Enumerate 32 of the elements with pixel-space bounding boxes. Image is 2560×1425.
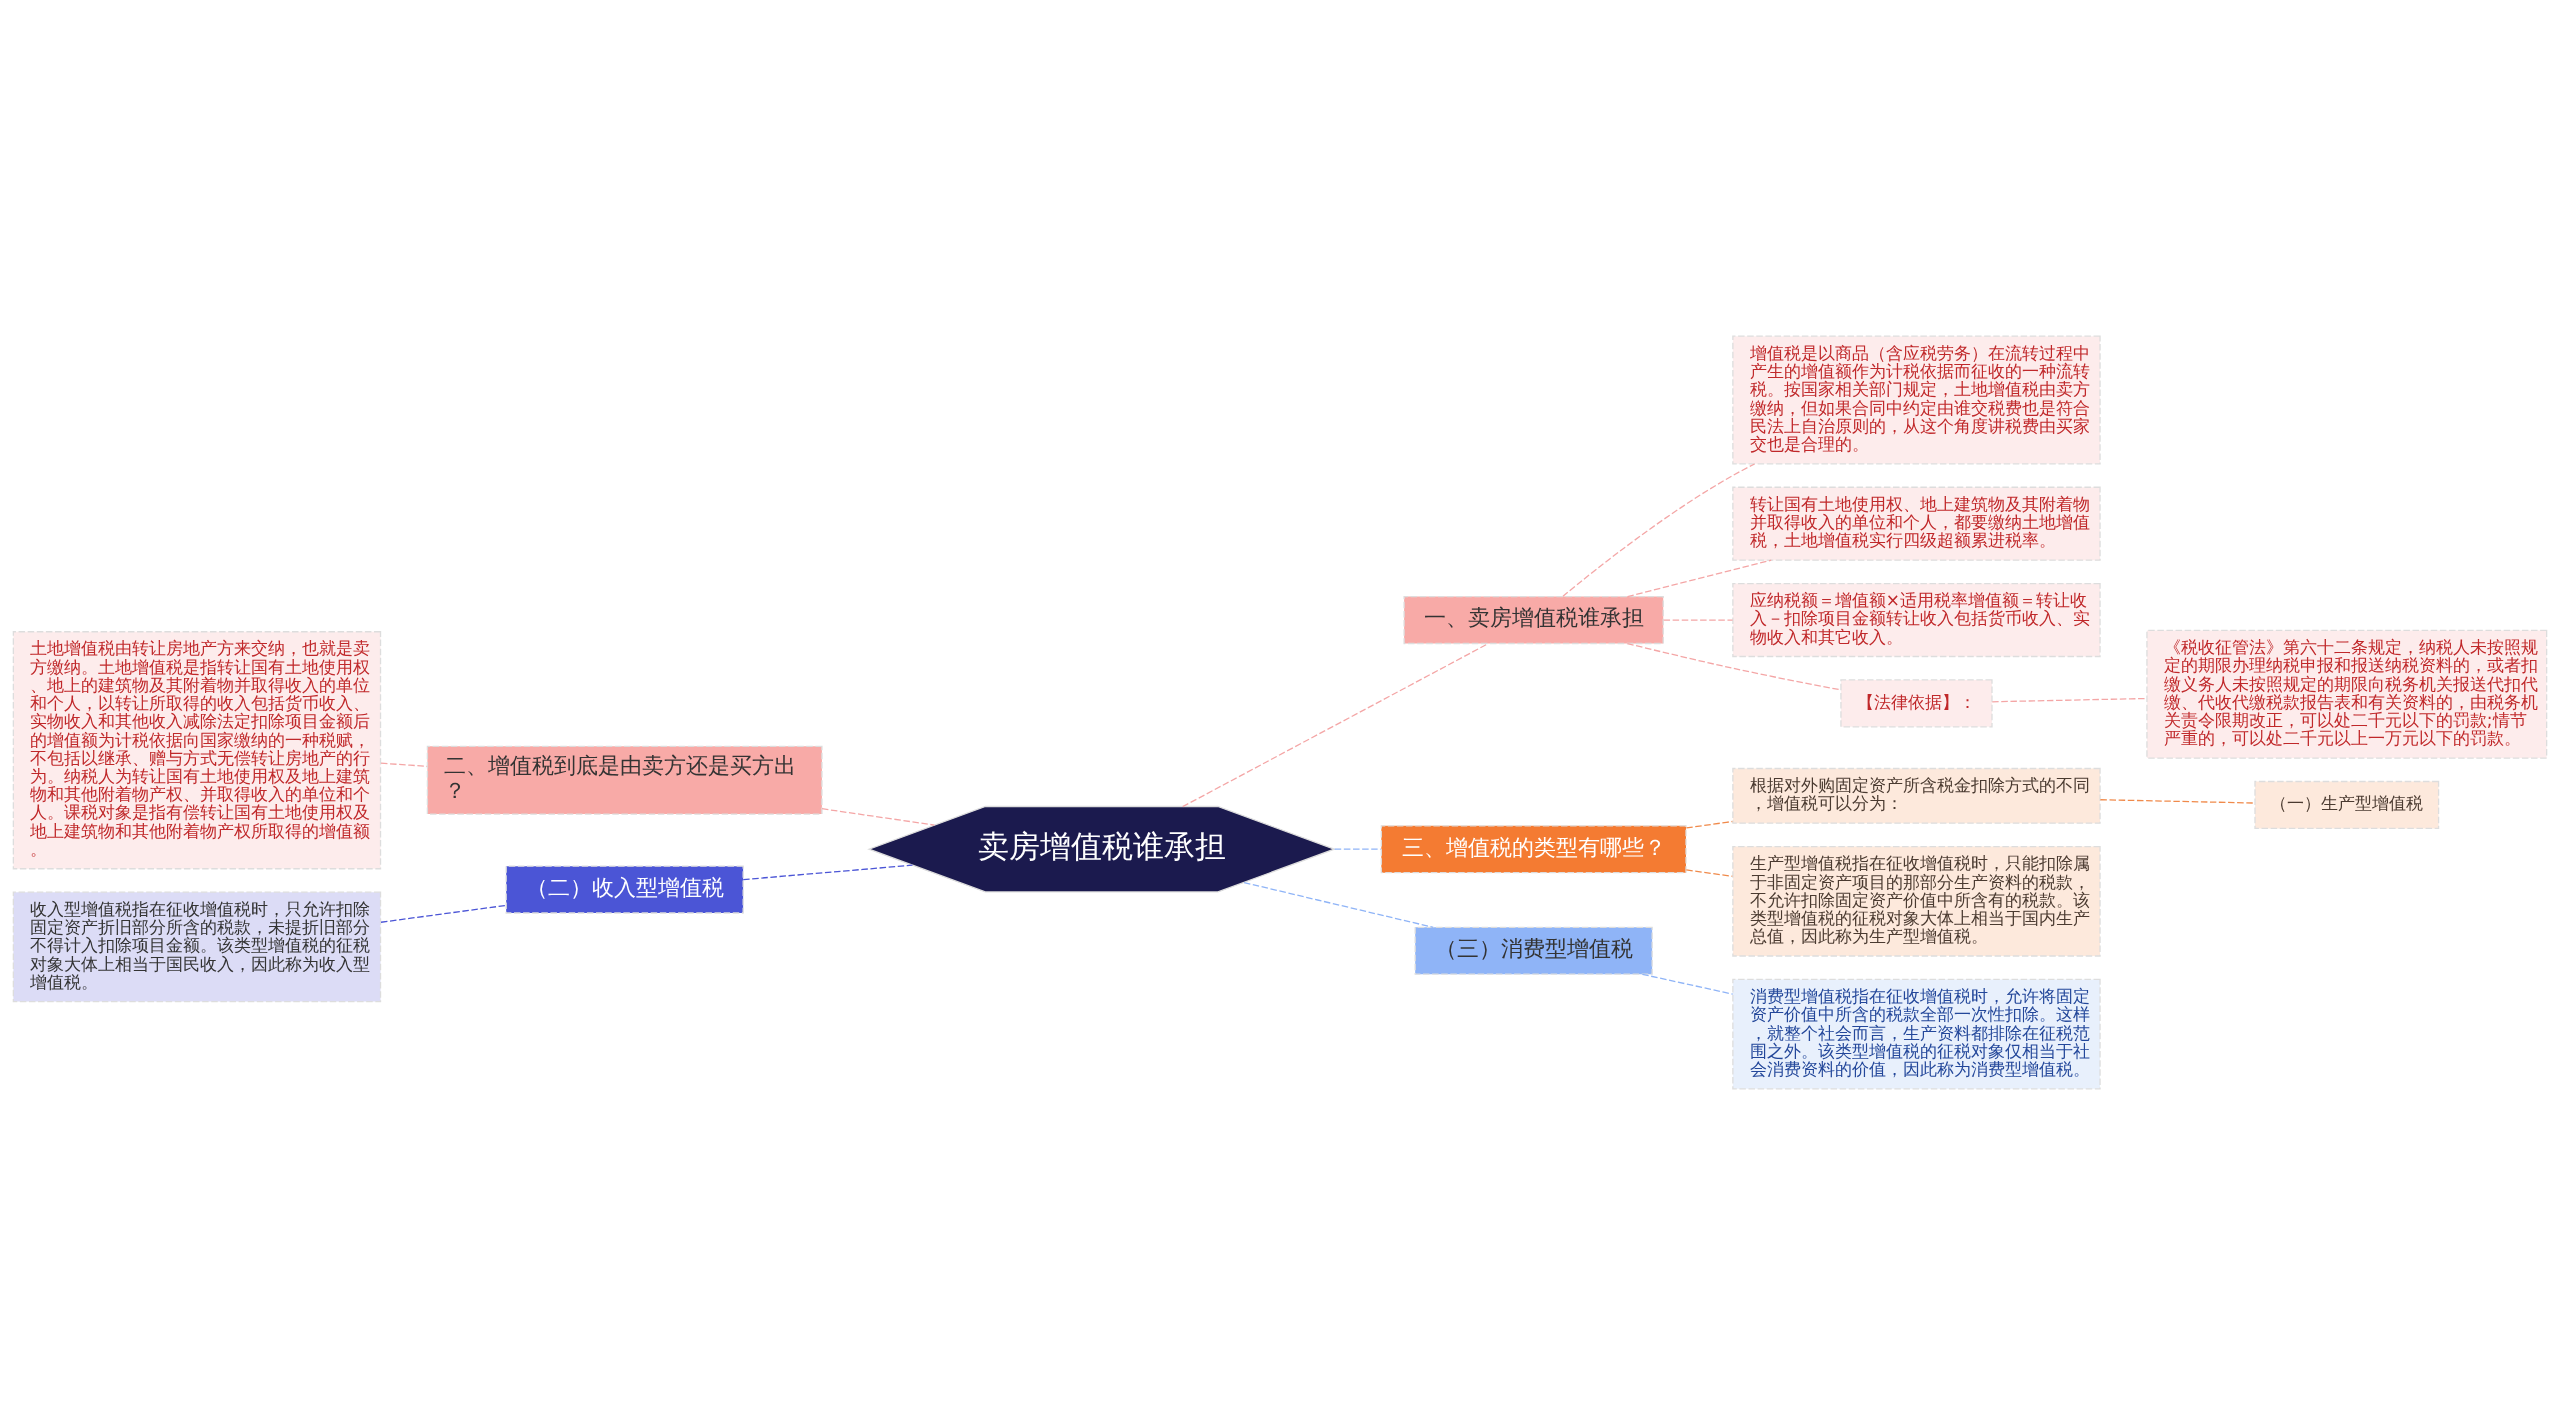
connector bbox=[1626, 642, 1842, 691]
connector bbox=[1562, 463, 1756, 597]
node-box: 二、增值税到底是由卖方还是买方出？ bbox=[426, 745, 823, 815]
connector bbox=[742, 864, 914, 881]
connector bbox=[1663, 619, 1734, 621]
node-box: 《税收征管法》第六十二条规定，纳税人未按照规定的期限办理纳税申报和报送纳税资料的，或者扣缴义务人未按照规定的期限向税务机关报送代扣代缴、代收代缴税款报告表和有关资料的，由税务机关责令限期改正，可以处二千元以下的罚款;情节严重的，可以处二千元以上一万元以下的罚款。 bbox=[2146, 629, 2548, 759]
node-box: 根据对外购固定资产所含税金扣除方式的不同，增值税可以分为： bbox=[1732, 767, 2101, 824]
node-box: 【法律依据】： bbox=[1840, 679, 1993, 728]
node-box: （一）生产型增值税 bbox=[2254, 780, 2440, 830]
connector bbox=[2099, 799, 2256, 804]
connector bbox=[821, 808, 936, 826]
node-box: 增值税是以商品（含应税劳务）在流转过程中产生的增值额作为计税依据而征收的一种流转税。按国家相关部门规定，土地增值税由卖方缴纳，但如果合同中约定由谁交税费也是符合民法上自治原则的，从这个角度讲税费由买家交也是合理的。 bbox=[1732, 335, 2101, 465]
node-box: 一、卖房增值税谁承担 bbox=[1403, 595, 1664, 645]
connector bbox=[380, 904, 507, 923]
node-box: （三）消费型增值税 bbox=[1414, 926, 1653, 975]
node-box: 土地增值税由转让房地产方来交纳，也就是卖方缴纳。土地增值税是指转让国有土地使用权、地上的建筑物及其附着物并取得收入的单位和个人，以转让所取得的收入包括货币收入、实物收入和其他收入减除法定扣除项目金额后的增值额为计税依据向国家缴纳的一种税赋，不包括以继承、赠与方式无偿转让房地产的行为。纳税人为转让国有土地使用权及地上建筑物和其他附着物产权、并取得收入的单位和个人。课税对象是指有偿转让国有土地使用权及地上建筑物和其他附着物产权所取得的增值额。 bbox=[12, 631, 382, 870]
node-box: 生产型增值税指在征收增值税时，只能扣除属于非固定资产项目的那部分生产资料的税款，不允许扣除固定资产价值中所含有的税款。该类型增值税的征税对象大体上相当于国内生产总值，因此称为生产型增值税。 bbox=[1732, 845, 2101, 957]
node-box: 应纳税额＝增值额×适用税率增值额＝转让收入－扣除项目金额转让收入包括货币收入、实物收入和其它收入。 bbox=[1732, 582, 2101, 658]
connector bbox=[1182, 643, 1489, 808]
connector bbox=[1991, 697, 2148, 703]
connector bbox=[1685, 820, 1733, 829]
connector bbox=[1333, 848, 1382, 850]
node-box: （二）收入型增值税 bbox=[505, 865, 744, 914]
node-box: 收入型增值税指在征收增值税时，只允许扣除固定资产折旧部分所含的税款，未提折旧部分不得计入扣除项目金额。该类型增值税的征税对象大体上相当于国民收入，因此称为收入型增值税。 bbox=[12, 891, 382, 1003]
node-box: 消费型增值税指在征收增值税时，允许将固定资产价值中所含的税款全部一次性扣除。这样，就整个社会而言，生产资料都排除在征税范围之外。该类型增值税的征税对象仅相当于社会消费资料的价值，因此称为消费型增值税。 bbox=[1732, 978, 2101, 1090]
connector bbox=[1243, 881, 1434, 928]
node-box: 转让国有土地使用权、地上建筑物及其附着物并取得收入的单位和个人，都要缴纳土地增值税，土地增值税实行四级超额累进税率。 bbox=[1732, 486, 2101, 561]
connector bbox=[1626, 559, 1772, 598]
connector bbox=[1685, 869, 1733, 877]
connector bbox=[1641, 973, 1734, 995]
node-box: 三、增值税的类型有哪些？ bbox=[1380, 825, 1687, 874]
connector bbox=[380, 762, 428, 768]
